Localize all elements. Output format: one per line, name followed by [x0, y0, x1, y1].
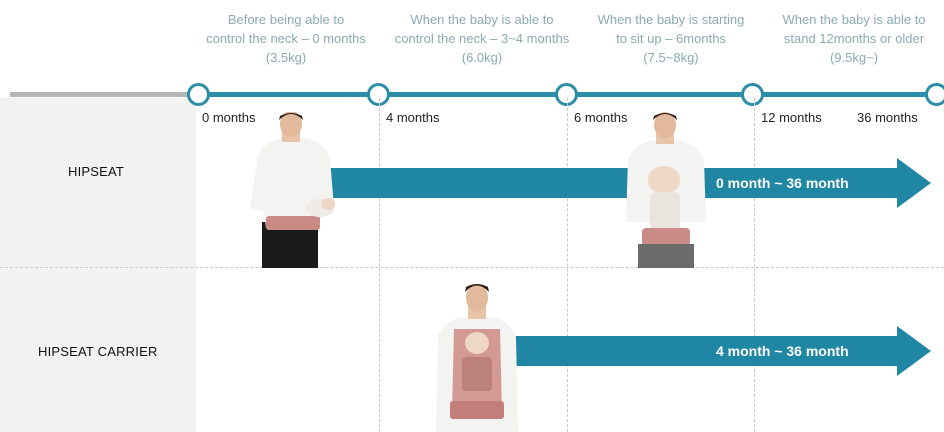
- timeline-node-0: [187, 83, 210, 106]
- hipseat-range-label: 0 month ~ 36 month: [716, 175, 849, 191]
- hipseat-carrier-range-label: 4 month ~ 36 month: [716, 343, 849, 359]
- timeline-node-1: [367, 83, 390, 106]
- stage-description-2: When the baby is starting to sit up – 6m…: [576, 10, 766, 67]
- month-label-3: 12 months: [761, 110, 822, 125]
- stage-description-0: Before being able to control the neck – …: [191, 10, 381, 67]
- month-label-2: 6 months: [574, 110, 628, 125]
- row-label-panel: [0, 98, 196, 432]
- stage-1-line-1: When the baby is able to: [410, 12, 554, 27]
- timeline-node-4: [925, 83, 944, 106]
- timeline-node-3: [741, 83, 764, 106]
- stage-2-line-1: When the baby is starting: [597, 12, 745, 27]
- stage-0-line-2: control the neck – 0 months: [206, 31, 366, 46]
- grid-line-12-months: [754, 98, 755, 432]
- month-label-0: 0 months: [202, 110, 256, 125]
- hipseat-sitting-photo: [626, 112, 706, 268]
- timeline-lead-line: [10, 92, 190, 97]
- hipseat-carrier-range-arrow: [500, 326, 931, 376]
- grid-line-4-months: [379, 98, 380, 432]
- stage-3-line-2: stand 12months or older: [783, 31, 925, 46]
- row-label-hipseat-carrier: HIPSEAT CARRIER: [38, 344, 158, 359]
- month-label-1: 4 months: [386, 110, 440, 125]
- stage-0-line-1: Before being able to: [227, 12, 345, 27]
- row-label-hipseat: HIPSEAT: [68, 164, 125, 179]
- hipseat-newborn-photo: [250, 112, 335, 268]
- stage-description-3: When the baby is able to stand 12months …: [759, 10, 944, 67]
- hipseat-carrier-photo: [436, 284, 518, 432]
- timeline-node-2: [555, 83, 578, 106]
- grid-line-6-months: [567, 98, 568, 432]
- stage-3-line-3: (9.5kg~): [829, 50, 879, 65]
- stage-2-line-3: (7.5~8kg): [643, 50, 699, 65]
- stage-3-line-1: When the baby is able to: [782, 12, 926, 27]
- stage-1-line-2: control the neck – 3~4 months: [394, 31, 570, 46]
- stage-0-line-3: (3.5kg): [265, 50, 307, 65]
- stage-description-1: When the baby is able to control the nec…: [387, 10, 577, 67]
- stage-1-line-3: (6.0kg): [461, 50, 503, 65]
- month-label-4: 36 months: [857, 110, 918, 125]
- row-divider: [0, 267, 944, 268]
- stage-2-line-2: to sit up – 6months: [616, 31, 726, 46]
